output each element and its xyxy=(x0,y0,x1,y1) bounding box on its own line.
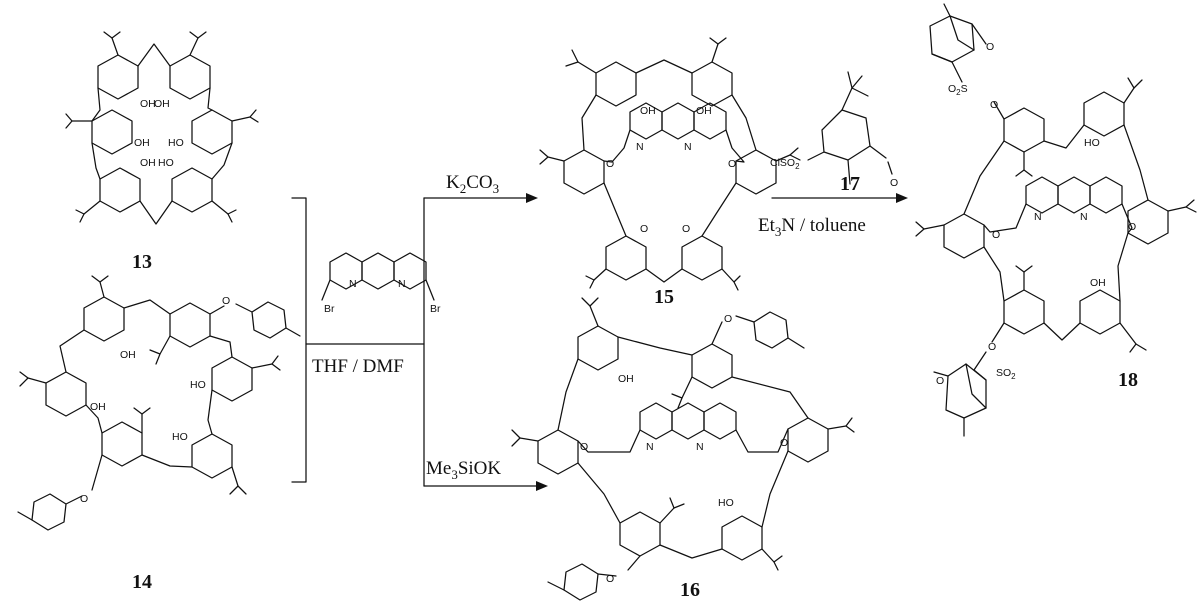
oh-label-13a: OH xyxy=(140,98,156,110)
oh-label-14a: OH xyxy=(120,349,136,361)
compound-16-structure: OH HO O O N N O O xyxy=(511,297,855,601)
o-label-15c: O xyxy=(640,223,648,235)
n-label-15a: N xyxy=(636,141,644,153)
o-label-15b: O xyxy=(728,158,736,170)
clso2-label: ClSO2 xyxy=(770,157,800,171)
o-label-16d: O xyxy=(606,573,614,585)
n-label-16a: N xyxy=(646,441,654,453)
o-label-16b: O xyxy=(780,437,788,449)
n-label-18a: N xyxy=(1034,211,1042,223)
ho-label-14c: HO xyxy=(190,379,206,391)
o-label-17: O xyxy=(890,177,898,189)
so2-label-18: SO2 xyxy=(996,367,1016,381)
n-label-18b: N xyxy=(1080,211,1088,223)
compound-14-label: 14 xyxy=(132,571,152,593)
oh-label-14b: OH xyxy=(90,401,106,413)
compound-18-label: 18 xyxy=(1118,369,1138,391)
o-label-18c: O xyxy=(992,229,1000,241)
o-label-18d: O xyxy=(1128,221,1136,233)
o2s-label-18: O2S xyxy=(948,83,968,97)
oh-label-13e: OH xyxy=(140,157,156,169)
oh-label-16a: OH xyxy=(618,373,634,385)
compound-16-label: 16 xyxy=(680,579,700,601)
compound-18-structure: O O2S O HO O O N N OH O SO2 O xyxy=(915,3,1197,437)
arrowhead-to-18 xyxy=(896,193,908,203)
compound-15-structure: OH OH O O N N O O xyxy=(539,37,801,291)
o-label-14b: O xyxy=(80,493,88,505)
o-label-18a: O xyxy=(986,41,994,53)
n-label-phen-b: N xyxy=(398,278,406,290)
reagent-k2co3: K2CO3 xyxy=(446,172,499,196)
compound-14-structure: O O OH OH HO HO xyxy=(17,275,301,531)
oh-label-13c: OH xyxy=(134,137,150,149)
branching-arrow xyxy=(305,197,538,487)
oh-label-13b: OH xyxy=(154,98,170,110)
n-label-phen-a: N xyxy=(349,278,357,290)
br-label-a: Br xyxy=(324,303,335,315)
compound-17-label: 17 xyxy=(840,173,860,195)
n-label-16b: N xyxy=(696,441,704,453)
o-label-14a: O xyxy=(222,295,230,307)
compound-13-label: 13 xyxy=(132,251,152,273)
br-label-b: Br xyxy=(430,303,441,315)
o-label-18e: O xyxy=(988,341,996,353)
ho-label-13f: HO xyxy=(158,157,174,169)
compound-13-structure: OH OH OH HO OH HO xyxy=(65,31,259,225)
o-label-15d: O xyxy=(682,223,690,235)
o-label-15a: O xyxy=(606,158,614,170)
o-label-16a: O xyxy=(580,441,588,453)
bis-bromomethyl-phenanthroline: N N Br Br xyxy=(321,252,441,315)
arrowhead-to-15 xyxy=(526,193,538,203)
compound-17-structure: ClSO2 O xyxy=(770,71,898,189)
oh-label-15a: OH xyxy=(640,105,656,117)
ho-label-16b: HO xyxy=(718,497,734,509)
o-label-16c: O xyxy=(724,313,732,325)
solvent-thf-dmf: THF / DMF xyxy=(312,356,404,377)
oh-label-18: OH xyxy=(1090,277,1106,289)
o-label-18f: O xyxy=(936,375,944,387)
reagent-et3n-toluene: Et3N / toluene xyxy=(758,215,866,239)
reagent-me3siok: Me3SiOK xyxy=(426,458,501,482)
arrowhead-to-16 xyxy=(536,481,548,491)
n-label-15b: N xyxy=(684,141,692,153)
compound-15-label: 15 xyxy=(654,286,674,308)
o-label-18b: O xyxy=(990,99,998,111)
ho-label-13d: HO xyxy=(168,137,184,149)
ho-label-14d: HO xyxy=(172,431,188,443)
ho-label-18: HO xyxy=(1084,137,1100,149)
bracket xyxy=(291,197,307,483)
oh-label-15b: OH xyxy=(696,105,712,117)
